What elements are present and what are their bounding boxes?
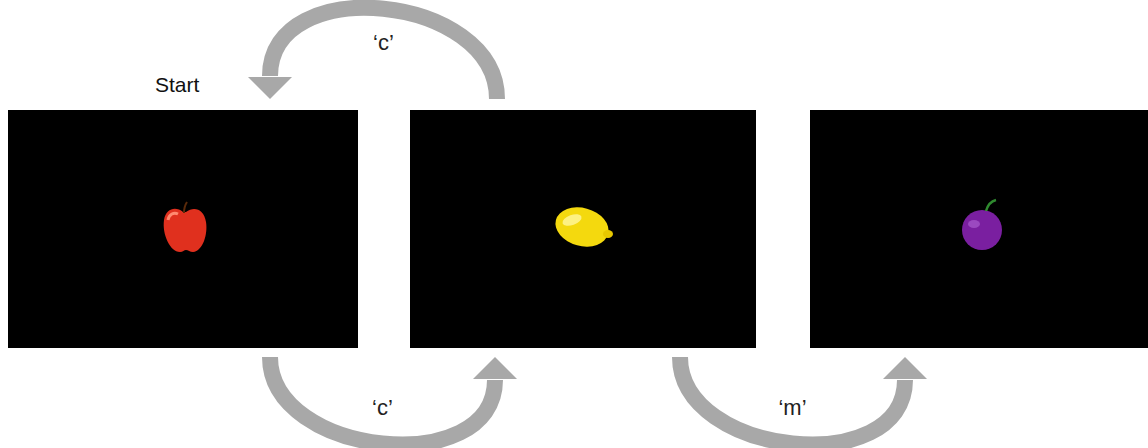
plum-picture [810, 110, 1148, 348]
screen-panel [810, 110, 1148, 348]
transition-arrow [680, 357, 927, 444]
transition-arrow [270, 357, 517, 444]
lemon-picture [410, 110, 756, 348]
screen-panel: Start [8, 110, 358, 348]
transition-arrow [248, 8, 497, 99]
screen-panel [410, 110, 756, 348]
key-label: ‘c’ [370, 30, 397, 56]
apple-picture [8, 110, 358, 348]
key-label: ‘m’ [775, 395, 809, 421]
key-label: ‘c’ [369, 395, 396, 421]
start-label: Start [155, 73, 199, 97]
